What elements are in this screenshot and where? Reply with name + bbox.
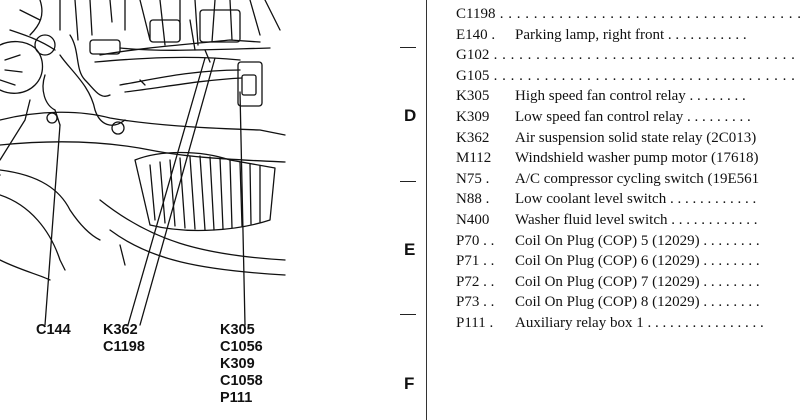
legend-leader: . . . . . . . . . . . . . . . . . . . . … bbox=[489, 47, 800, 64]
legend-code: N400 bbox=[456, 211, 490, 228]
legend-code: K362 bbox=[456, 129, 490, 146]
legend-description: A/C compressor cycling switch (19E561 bbox=[515, 170, 760, 187]
legend-code: G102 bbox=[456, 47, 490, 64]
legend-row: P111 . Auxiliary relay box 1 . . . . . . … bbox=[456, 313, 800, 334]
legend-code: E140 . bbox=[456, 26, 496, 43]
legend-description: Low speed fan control relay . . . . . . … bbox=[515, 108, 751, 125]
legend-row: E140 . Parking lamp, right front . . . . … bbox=[456, 25, 800, 46]
legend-row: K362 Air suspension solid state relay (2C… bbox=[456, 128, 800, 149]
callout-line: C1198 bbox=[103, 339, 145, 355]
legend-description: Coil On Plug (COP) 8 (12029) . . . . . .… bbox=[515, 294, 760, 311]
legend-description: Air suspension solid state relay (2C013) bbox=[515, 129, 757, 146]
callout-k362-group: K362 C1198 bbox=[103, 322, 145, 356]
legend-description: Coil On Plug (COP) 5 (12029) . . . . . .… bbox=[515, 232, 760, 249]
legend-row: P71 . . Coil On Plug (COP) 6 (12029) . . … bbox=[456, 251, 800, 272]
zone-letter-e: E bbox=[404, 240, 416, 259]
legend-row: G105 . . . . . . . . . . . . . . . . . .… bbox=[456, 66, 800, 87]
callout-line: K362 bbox=[103, 322, 138, 338]
legend-row: K305 High speed fan control relay . . . .… bbox=[456, 86, 800, 107]
legend-description: Auxiliary relay box 1 . . . . . . . . . … bbox=[515, 314, 764, 331]
callout-line: K305 bbox=[220, 322, 255, 338]
callout-line: C1058 bbox=[220, 373, 263, 389]
legend-description: Low coolant level switch . . . . . . . .… bbox=[515, 191, 757, 208]
legend-code: C1198 bbox=[456, 6, 496, 22]
zone-rule bbox=[400, 314, 416, 315]
legend-description: Windshield washer pump motor (17618) bbox=[515, 150, 759, 167]
legend-row: N88 . Low coolant level switch . . . . . … bbox=[456, 189, 800, 210]
callout-line: P111 bbox=[220, 390, 253, 406]
legend-row: N400 Washer fluid level switch . . . . . … bbox=[456, 210, 800, 231]
legend-code: K305 bbox=[456, 88, 490, 105]
legend-code: N88 . bbox=[456, 191, 490, 208]
legend-description: Coil On Plug (COP) 7 (12029) . . . . . .… bbox=[515, 273, 760, 290]
legend-description: Washer fluid level switch . . . . . . . … bbox=[515, 211, 758, 228]
legend-code: P111 . bbox=[456, 314, 494, 331]
legend-code: M112 bbox=[456, 150, 492, 167]
legend-description: Coil On Plug (COP) 6 (12029) . . . . . .… bbox=[515, 253, 760, 270]
zone-rule bbox=[400, 181, 416, 182]
legend-row: K309 Low speed fan control relay . . . . … bbox=[456, 107, 800, 128]
legend-row: N75 . A/C compressor cycling switch (19E5… bbox=[456, 169, 800, 190]
legend-row: M112 Windshield washer pump motor (17618) bbox=[456, 148, 800, 169]
callout-c144: C144 bbox=[36, 322, 71, 339]
legend-row: G102 . . . . . . . . . . . . . . . . . .… bbox=[456, 45, 800, 66]
legend-code: P72 . . bbox=[456, 273, 495, 290]
legend-description: Parking lamp, right front . . . . . . . … bbox=[515, 26, 747, 43]
legend-code: G105 bbox=[456, 67, 490, 84]
zone-letter-f: F bbox=[404, 374, 415, 393]
legend-leader: . . . . . . . . . . . . . . . . . . . . … bbox=[489, 67, 800, 84]
legend-code: P73 . . bbox=[456, 294, 495, 311]
legend-row: P73 . . Coil On Plug (COP) 8 (12029) . . … bbox=[456, 292, 800, 313]
legend-code: P71 . . bbox=[456, 253, 495, 270]
legend-row: P70 . . Coil On Plug (COP) 5 (12029) . . … bbox=[456, 231, 800, 252]
legend-row: C1198 . . . . . . . . . . . . . . . . . … bbox=[456, 4, 800, 25]
legend-leader: . . . . . . . . . . . . . . . . . . . . … bbox=[495, 6, 800, 22]
zone-rule bbox=[400, 47, 416, 48]
zone-divider bbox=[426, 0, 427, 420]
engine-compartment-drawing bbox=[0, 0, 286, 326]
callout-line: C1056 bbox=[220, 339, 263, 355]
component-legend: C1198 . . . . . . . . . . . . . . . . . … bbox=[456, 4, 800, 334]
legend-row: P72 . . Coil On Plug (COP) 7 (12029) . . … bbox=[456, 272, 800, 293]
callout-line: C144 bbox=[36, 322, 71, 338]
legend-code: P70 . . bbox=[456, 232, 495, 249]
legend-code: N75 . bbox=[456, 170, 490, 187]
zone-letter-d: D bbox=[404, 106, 417, 125]
callout-line: K309 bbox=[220, 356, 255, 372]
legend-description: High speed fan control relay . . . . . .… bbox=[515, 88, 746, 105]
legend-code: K309 bbox=[456, 108, 490, 125]
callout-k305-group: K305 C1056 K309 C1058 P111 bbox=[220, 322, 263, 407]
